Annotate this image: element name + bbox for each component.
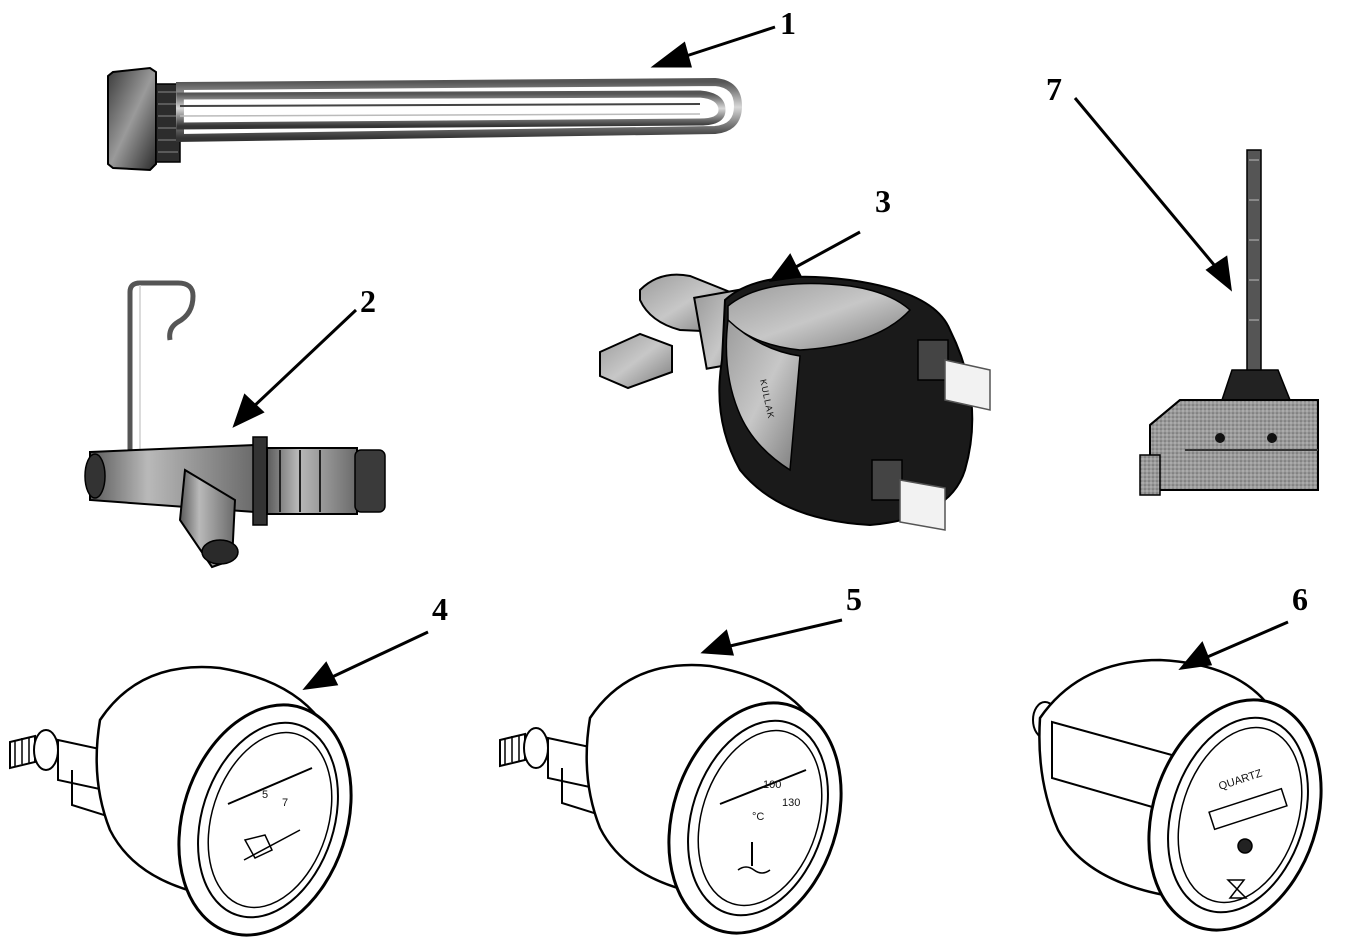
oil-dial-label-5: 5: [262, 789, 268, 801]
callout-3: 3: [875, 183, 891, 219]
micro-limit-switch: [1139, 149, 1319, 496]
callout-5: 5: [846, 581, 862, 617]
temperature-gauge: 100 130 °C: [499, 663, 843, 935]
hour-meter-gauge: QUARTZ: [1032, 658, 1323, 932]
oil-can-icon: [243, 834, 273, 859]
callout-4: 4: [432, 591, 448, 627]
coolant-wave-icon: [737, 866, 771, 874]
temp-dial-unit: °C: [752, 811, 764, 823]
callout-2: 2: [360, 283, 376, 319]
oil-dial-label-7: 7: [282, 797, 288, 809]
callout-arrows: [232, 25, 1289, 690]
immersion-heater-element: [107, 66, 743, 172]
hour-counter-display: [1208, 787, 1288, 831]
temp-dial-label-130: 130: [782, 797, 800, 809]
hourglass-icon: [1226, 879, 1248, 899]
callout-1: 1: [780, 5, 796, 41]
oil-pressure-gauge: 5 7: [9, 665, 353, 937]
strainer-valve-with-hook: [84, 280, 386, 569]
callout-7: 7: [1046, 71, 1062, 107]
callout-6: 6: [1292, 581, 1308, 617]
temp-dial-label-100: 100: [763, 779, 781, 791]
rotary-isolator-switch: KULLAK: [599, 273, 991, 531]
